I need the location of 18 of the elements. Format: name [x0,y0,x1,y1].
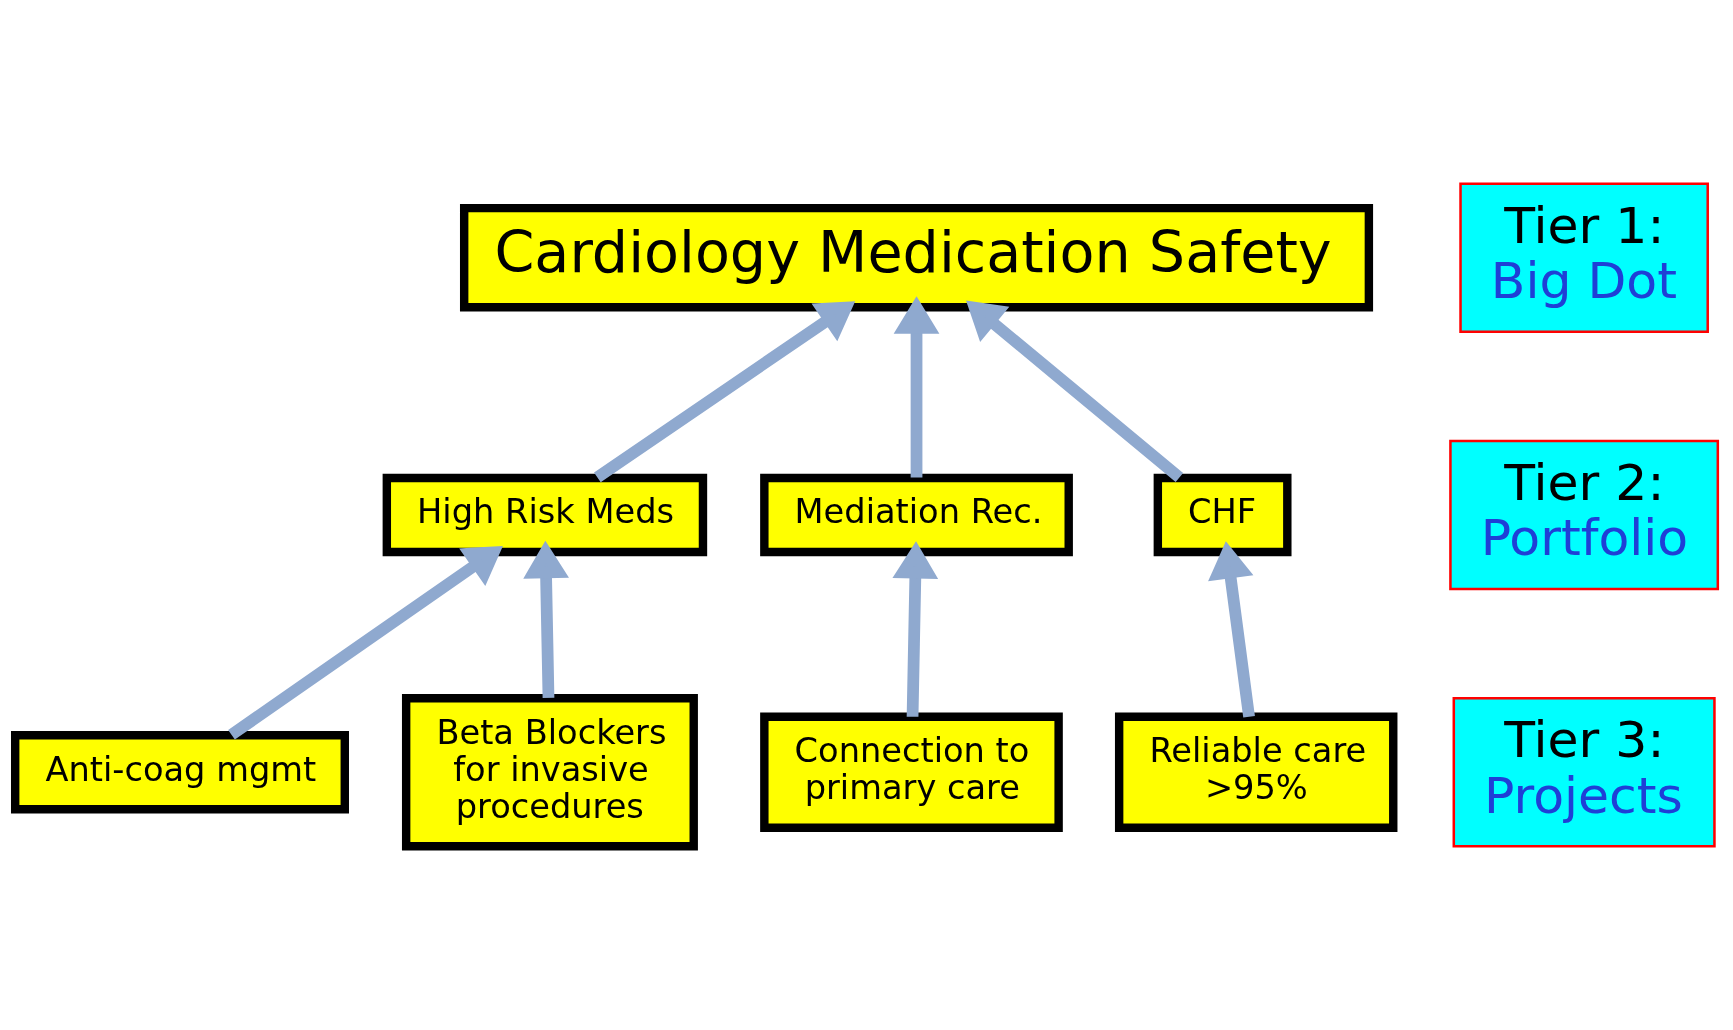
arrow [228,545,503,740]
arrow [523,540,569,698]
node-box: Tier 1: Big Dot [1459,182,1709,333]
node-box: Mediation Rec. [760,473,1073,557]
node-box: Beta Blockers for invasive procedures [401,694,698,851]
arrow [966,300,1184,482]
node-box: Tier 3: Projects [1452,697,1716,848]
arrow [892,541,939,717]
node-box: Anti-coag mgmt [11,731,349,814]
arrow [594,301,856,483]
node-box: Tier 2: Portfolio [1449,439,1720,591]
node-box: Connection to primary care [760,712,1063,832]
node-box: CHF [1153,473,1292,557]
node-box: High Risk Meds [382,473,708,557]
node-box: Reliable care >95% [1114,712,1398,832]
arrow [893,296,940,478]
node-box: Cardiology Medication Safety [459,203,1374,312]
arrow [1208,541,1255,718]
